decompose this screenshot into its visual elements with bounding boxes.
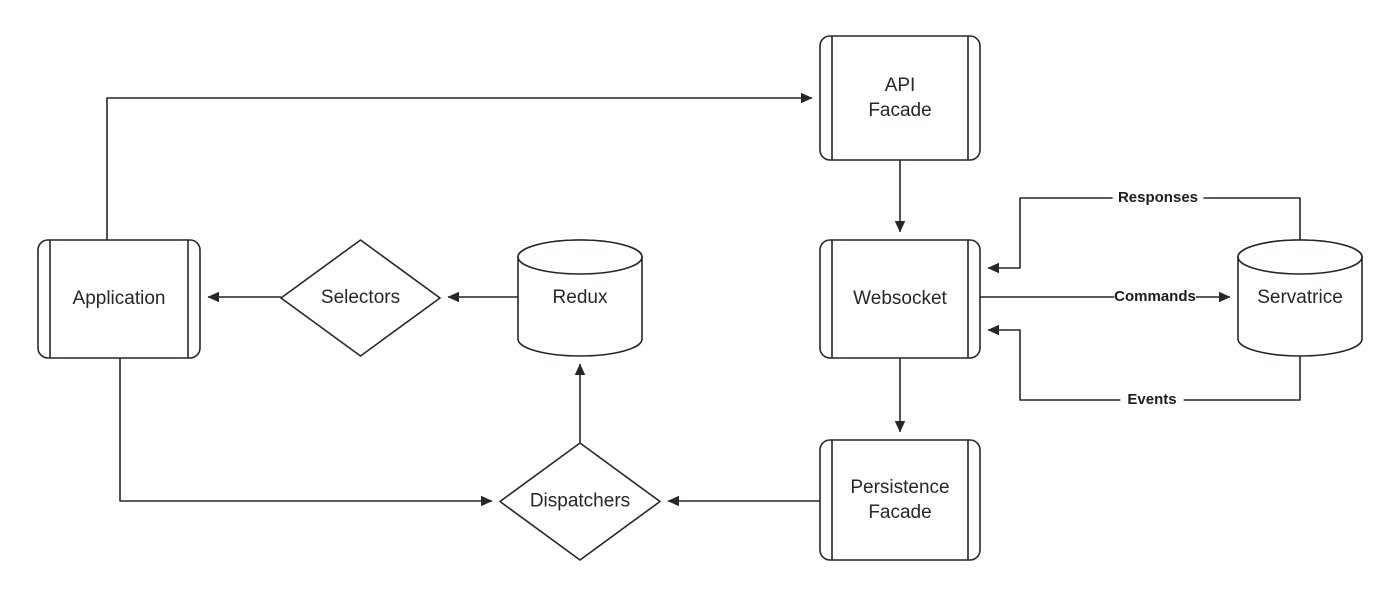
node-label-servatrice: Servatrice [1257,287,1343,308]
node-label-websocket: Websocket [853,288,947,309]
node-label-selectors: Selectors [321,287,400,308]
module-outline [819,35,981,161]
edge-label-text: Responses [1118,189,1198,206]
edge-label-backdrop [1114,287,1196,307]
cylinder-top [517,239,643,275]
edge-servatrice-to-websocket-events [987,324,1301,401]
module-outline [819,239,981,359]
node-dispatchers[interactable]: Dispatchers [499,442,661,561]
edge-application-to-dispatchers [119,358,493,507]
edge-label-servatrice-to-websocket-events: Events [1120,390,1184,410]
node-selectors[interactable]: Selectors [280,239,441,357]
edges-layer [106,92,1301,507]
edge-label-backdrop [1120,390,1184,410]
diamond-outline [280,239,441,357]
node-label2-persistence-facade: Facade [868,502,931,523]
node-label-api-facade: API [885,75,916,96]
node-label-redux: Redux [553,287,608,308]
node-websocket[interactable]: Websocket [819,239,981,359]
node-api-facade[interactable]: API Facade [819,35,981,161]
node-label-persistence-facade: Persistence [850,477,949,498]
node-label-application: Application [73,288,166,309]
node-servatrice[interactable]: Servatrice [1237,239,1363,357]
node-label-dispatchers: Dispatchers [530,491,630,512]
edge-label-text: Commands [1114,288,1196,305]
node-redux[interactable]: Redux [517,239,643,357]
cylinder-top [1237,239,1363,275]
edge-label-websocket-to-servatrice: Commands [1114,287,1196,307]
module-outline [37,239,201,359]
edge-label-backdrop [1112,188,1204,208]
edge-application-to-api-facade [106,92,813,240]
module-outline [819,439,981,561]
edge-label-servatrice-to-websocket-responses: Responses [1112,188,1204,208]
edge-servatrice-to-websocket-responses [987,197,1301,274]
node-application[interactable]: Application [37,239,201,359]
diamond-outline [499,442,661,561]
edge-label-text: Events [1127,391,1176,408]
node-label2-api-facade: Facade [868,100,931,121]
